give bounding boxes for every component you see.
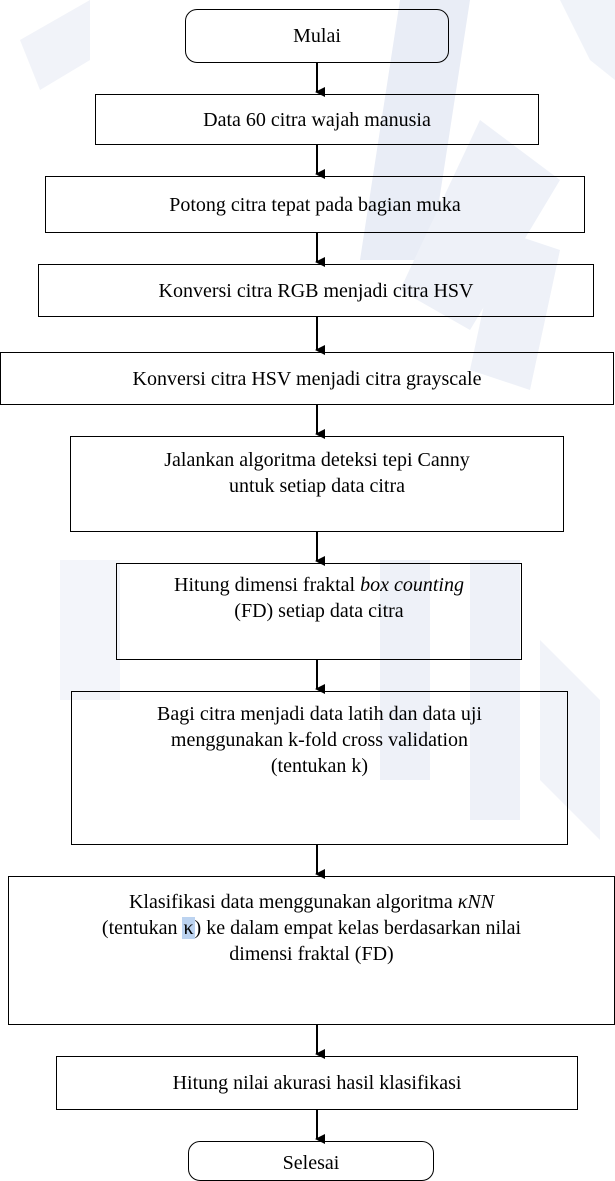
step-hsv-to-grayscale: Konversi citra HSV menjadi citra graysca… [0,352,614,405]
start-terminal: Mulai [185,9,449,63]
kappa-symbol: κ [182,917,195,939]
step-knn-math: κNN [457,891,495,913]
start-label: Mulai [293,25,341,47]
step-canny-edge: Jalankan algoritma deteksi tepi Canny un… [70,436,564,532]
step-box-counting-italic: box counting [360,574,464,596]
step-accuracy: Hitung nilai akurasi hasil klasifikasi [56,1056,578,1110]
step-accuracy-label: Hitung nilai akurasi hasil klasifikasi [172,1072,462,1094]
step-hsv-to-grayscale-label: Konversi citra HSV menjadi citra graysca… [132,367,482,390]
step-knn-classify-line2-suffix: ) ke dalam empat kelas berdasarkan nilai [194,917,522,939]
step-knn-classify-line3: dimensi fraktal (FD) [229,943,394,965]
step-kfold-split-line1: Bagi citra menjadi data latih dan data u… [157,703,482,725]
step-box-counting-prefix: Hitung dimensi fraktal [174,574,361,596]
step-canny-edge-line1: Jalankan algoritma deteksi tepi Canny [164,449,470,471]
step-box-counting: Hitung dimensi fraktal box counting (FD)… [116,563,522,660]
step-rgb-to-hsv: Konversi citra RGB menjadi citra HSV [38,264,594,317]
step-data-input: Data 60 citra wajah manusia [95,94,539,145]
step-canny-edge-line2: untuk setiap data citra [228,475,406,497]
step-crop-face-label: Potong citra tepat pada bagian muka [169,193,461,216]
step-knn-classify-line2-prefix: (tentukan [101,917,183,939]
step-knn-classify: Klasifikasi data menggunakan algoritma κ… [8,876,615,1025]
end-label: Selesai [282,1152,340,1174]
step-crop-face: Potong citra tepat pada bagian muka [45,176,585,233]
step-box-counting-line1: Hitung dimensi fraktal box counting [174,572,464,598]
step-box-counting-line2: (FD) setiap data citra [234,600,404,622]
step-knn-classify-line1: Klasifikasi data menggunakan algoritma κ… [102,889,521,915]
step-kfold-split: Bagi citra menjadi data latih dan data u… [71,691,568,845]
step-kfold-split-line3: (tentukan k) [270,755,369,777]
end-terminal: Selesai [188,1141,434,1181]
step-kfold-split-line2: menggunakan k-fold cross validation [170,729,469,751]
step-rgb-to-hsv-label: Konversi citra RGB menjadi citra HSV [158,279,474,302]
step-knn-classify-line2: (tentukan κ) ke dalam empat kelas berdas… [102,915,521,941]
step-data-input-label: Data 60 citra wajah manusia [203,108,431,131]
step-knn-classify-prefix: Klasifikasi data menggunakan algoritma [128,891,458,913]
